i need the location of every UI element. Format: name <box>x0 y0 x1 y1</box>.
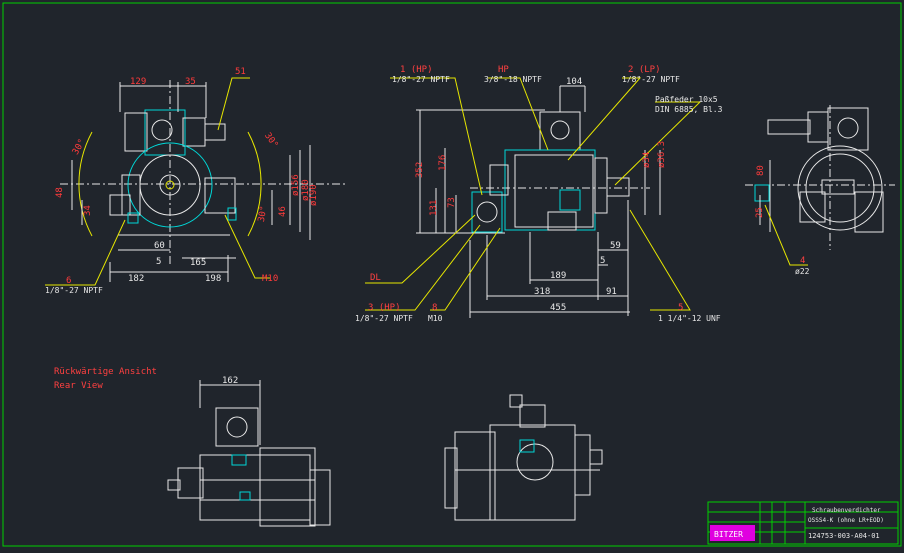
title-de: Schraubenverdichter <box>812 507 881 514</box>
dim-dia-190: ø190 <box>309 184 319 206</box>
model-name: OSSS4-K (ohne LR+EOD) <box>808 517 884 524</box>
port-3-hp-label: 3 (HP) <box>368 303 401 313</box>
dim-455: 455 <box>550 303 566 313</box>
logo-text: BITZER <box>714 530 743 539</box>
dim-34: 34 <box>83 205 93 216</box>
callout-8-thread: M10 <box>428 314 443 323</box>
dim-51: 51 <box>235 67 246 77</box>
dim-91: 91 <box>606 287 617 297</box>
port-3-thread: 1/8"-27 NPTF <box>355 314 413 323</box>
dim-30-deg: 30° <box>257 205 270 223</box>
dim-129: 129 <box>130 77 146 87</box>
port-1-hp-label: 1 (HP) <box>400 65 433 75</box>
rear-view: 80 25 4 ø22 <box>745 105 895 276</box>
bottom-middle-view <box>444 394 603 521</box>
front-view: 129 35 51 30° 30° 48 34 ø156 ø180 ø190 3… <box>45 67 345 295</box>
dim-59: 59 <box>610 241 621 251</box>
dim-198: 198 <box>205 274 221 284</box>
rear-view-note-en: Rear View <box>54 381 103 391</box>
callout-6-thread: 1/8"-27 NPTF <box>45 286 103 295</box>
dim-60: 60 <box>154 241 165 251</box>
callout-5: 5 <box>678 303 683 313</box>
key-note-2: DIN 6885, Bl.3 <box>655 105 723 114</box>
dim-35: 35 <box>185 77 196 87</box>
dim-46: 46 <box>278 206 288 217</box>
dim-189: 189 <box>550 271 566 281</box>
dim-162: 162 <box>222 376 238 386</box>
callout-6: 6 <box>66 276 71 286</box>
key-note-1: Paßfeder 10x5 <box>655 95 718 104</box>
title-block: BITZER Schraubenverdichter OSSS4-K (ohne… <box>707 501 899 545</box>
dim-165: 165 <box>190 258 206 268</box>
dim-80: 80 <box>756 165 766 176</box>
dim-131: 131 <box>429 200 439 216</box>
dim-dia-180: ø180 <box>301 179 311 201</box>
dim-dia-36-3: ø36.3 <box>657 141 667 168</box>
dim-318: 318 <box>534 287 550 297</box>
dim-73: 73 <box>447 197 457 208</box>
drawing-number: 124753-003-A04-01 <box>808 532 880 540</box>
callout-4: 4 <box>800 256 805 266</box>
callout-m10: M10 <box>262 274 278 284</box>
hp-thread: 3/8"-18 NPTF <box>484 75 542 84</box>
dl-label: DL <box>370 273 381 283</box>
port-1-thread: 1/8"-27 NPTF <box>392 75 450 84</box>
rear-view-note-de: Rückwärtige Ansicht <box>54 367 157 377</box>
dim-352: 352 <box>415 162 425 178</box>
bottom-left-view: 162 <box>167 376 331 527</box>
logo-plate <box>710 525 755 541</box>
hp-label: HP <box>498 65 509 75</box>
dim-25: 25 <box>755 207 765 218</box>
dim-176: 176 <box>438 155 448 171</box>
dim-dia-34: ø34 <box>642 152 652 168</box>
callout-8: 8 <box>432 303 437 313</box>
dim-48: 48 <box>55 187 65 198</box>
dim-5-side: 5 <box>600 256 605 266</box>
dim-182: 182 <box>128 274 144 284</box>
side-view: 1 (HP) 1/8"-27 NPTF HP 3/8"-18 NPTF 2 (L… <box>355 65 723 323</box>
port-2-thread: 1/8"-27 NPTF <box>622 75 680 84</box>
callout-5-thread: 1 1/4"-12 UNF <box>658 314 721 323</box>
callout-4-dia: ø22 <box>795 267 810 276</box>
dim-dia-156: ø156 <box>291 174 301 196</box>
dim-104: 104 <box>566 77 582 87</box>
dim-5: 5 <box>156 257 161 267</box>
port-2-lp-label: 2 (LP) <box>628 65 661 75</box>
